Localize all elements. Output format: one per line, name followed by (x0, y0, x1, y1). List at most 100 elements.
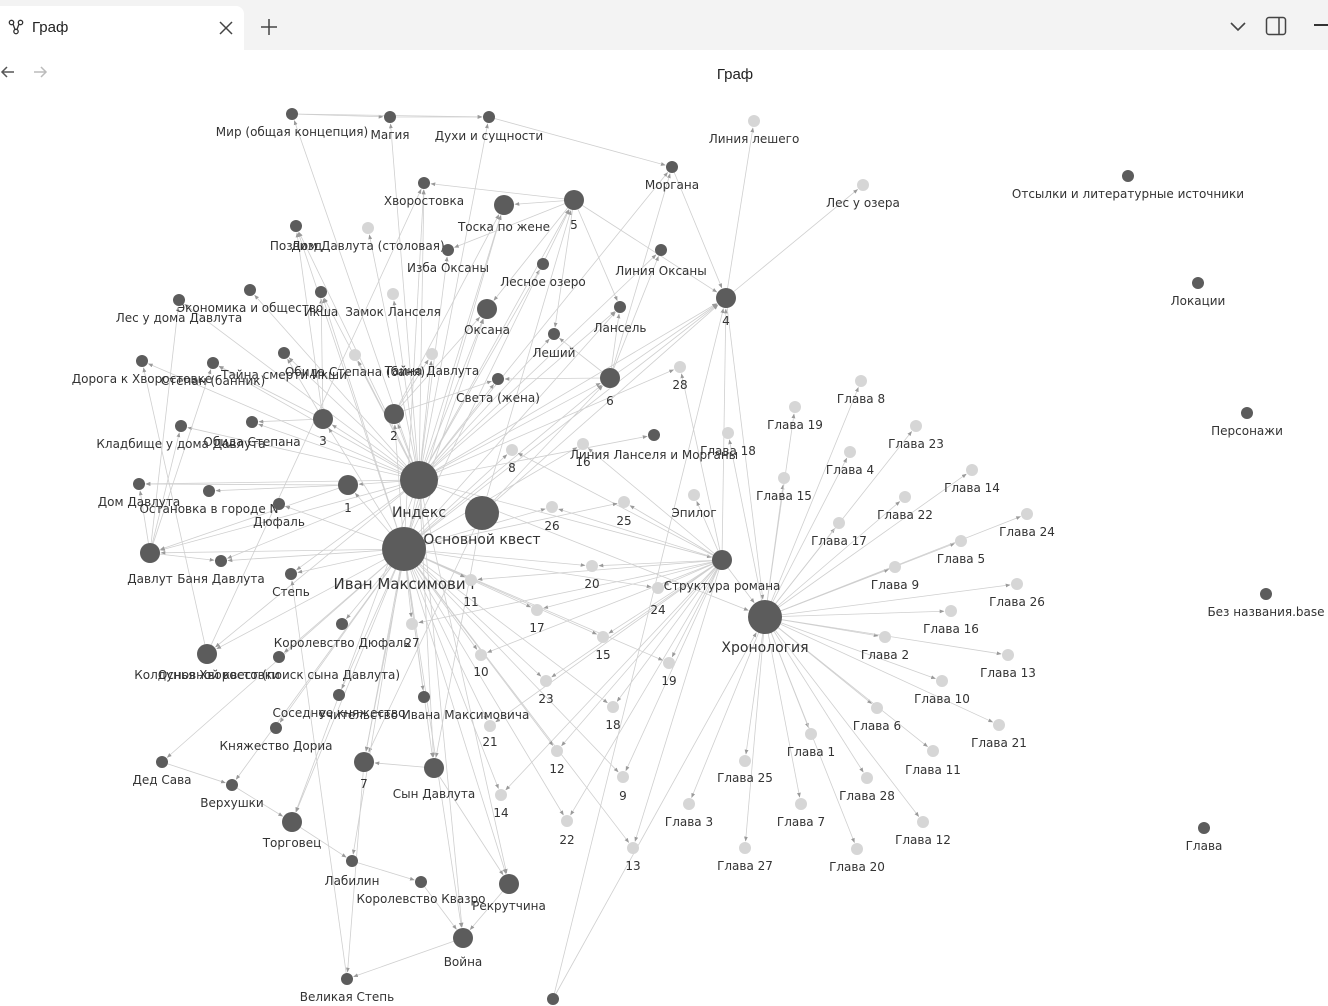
graph-node[interactable]: Великая Степь (300, 973, 394, 1004)
graph-node[interactable] (547, 993, 559, 1005)
graph-node[interactable]: Духи и сущности (435, 111, 543, 143)
graph-node-dot[interactable] (748, 600, 782, 634)
graph-node[interactable]: 24 (650, 582, 666, 617)
graph-node-dot[interactable] (795, 798, 807, 810)
graph-node[interactable]: Глава 21 (971, 719, 1027, 750)
graph-node[interactable]: Лес у дома Давлута (116, 294, 243, 325)
graph-node-dot[interactable] (313, 409, 333, 429)
graph-node[interactable]: Глава 11 (905, 745, 961, 777)
graph-node-dot[interactable] (652, 582, 664, 594)
graph-node[interactable]: Тоска по жене (457, 195, 550, 234)
arrow-right-icon[interactable] (32, 64, 48, 80)
graph-node[interactable]: 4 (716, 288, 736, 328)
graph-node-dot[interactable] (173, 294, 185, 306)
graph-node[interactable]: Торговец (262, 812, 322, 850)
graph-node-dot[interactable] (384, 404, 404, 424)
graph-node-dot[interactable] (955, 535, 967, 547)
graph-node[interactable]: 17 (529, 604, 545, 635)
graph-node-dot[interactable] (278, 347, 290, 359)
graph-node[interactable]: Глава (1186, 822, 1223, 853)
graph-node-dot[interactable] (537, 258, 549, 270)
graph-node[interactable]: Глава 15 (756, 472, 812, 503)
graph-node-dot[interactable] (655, 244, 667, 256)
graph-node[interactable]: Глава 27 (717, 842, 773, 873)
graph-node-dot[interactable] (136, 355, 148, 367)
graph-node[interactable]: Княжество Дориа (219, 722, 333, 753)
graph-node[interactable]: Учительство Ивана Максимовича (319, 691, 530, 722)
graph-node[interactable]: Икша (304, 286, 339, 319)
graph-node-dot[interactable] (506, 444, 518, 456)
graph-node-dot[interactable] (273, 651, 285, 663)
graph-node[interactable]: 2 (384, 404, 404, 443)
graph-node[interactable]: Эпилог (671, 489, 717, 520)
graph-node-dot[interactable] (418, 691, 430, 703)
graph-node-dot[interactable] (495, 789, 507, 801)
graph-node-dot[interactable] (597, 631, 609, 643)
chevron-down-icon[interactable] (1228, 18, 1248, 34)
graph-node[interactable]: Леший (533, 328, 576, 360)
graph-node-dot[interactable] (778, 472, 790, 484)
graph-node-dot[interactable] (617, 771, 629, 783)
graph-node[interactable]: Баня Давлута (177, 555, 265, 586)
graph-node-dot[interactable] (966, 464, 978, 476)
graph-node[interactable]: Глава 25 (717, 755, 773, 785)
graph-node[interactable]: Глава 19 (767, 401, 823, 432)
graph-node-dot[interactable] (140, 543, 160, 563)
graph-node-dot[interactable] (1198, 822, 1210, 834)
graph-node[interactable]: 19 (661, 657, 677, 688)
graph-node[interactable]: Степан (банник) (161, 357, 265, 388)
graph-node-dot[interactable] (133, 478, 145, 490)
graph-node[interactable]: 9 (617, 771, 629, 803)
arrow-left-icon[interactable] (0, 64, 16, 80)
graph-node[interactable]: 23 (538, 675, 554, 706)
graph-node[interactable]: Лабилин (325, 855, 380, 888)
graph-node-dot[interactable] (197, 644, 217, 664)
graph-node[interactable]: Линия лешего (709, 115, 800, 146)
graph-node-dot[interactable] (712, 550, 732, 570)
graph-node-dot[interactable] (273, 498, 285, 510)
graph-node-dot[interactable] (844, 446, 856, 458)
graph-node-dot[interactable] (382, 527, 426, 571)
graph-node-dot[interactable] (564, 190, 584, 210)
graph-node[interactable]: 13 (625, 842, 641, 873)
graph-node-dot[interactable] (927, 745, 939, 757)
graph-node[interactable]: 7 (354, 752, 374, 791)
graph-node-dot[interactable] (551, 745, 563, 757)
graph-node-dot[interactable] (945, 605, 957, 617)
graph-node-dot[interactable] (424, 758, 444, 778)
graph-node[interactable]: Глава 13 (980, 649, 1036, 680)
graph-node[interactable]: Мир (общая концепция) (216, 108, 368, 139)
graph-node-dot[interactable] (547, 993, 559, 1005)
graph-node-dot[interactable] (688, 489, 700, 501)
graph-node[interactable]: Основной квест (423, 496, 541, 548)
graph-node-dot[interactable] (561, 815, 573, 827)
graph-node-dot[interactable] (406, 618, 418, 630)
graph-node[interactable]: Дом Давлута (98, 478, 181, 509)
sidebar-toggle-icon[interactable] (1264, 14, 1288, 38)
graph-node[interactable]: 20 (584, 560, 600, 591)
graph-node[interactable]: Глава 12 (895, 816, 951, 847)
graph-node[interactable]: Глава 23 (888, 420, 944, 451)
graph-node[interactable]: 15 (595, 631, 611, 662)
graph-node[interactable]: Света (жена) (456, 373, 540, 405)
graph-node-dot[interactable] (857, 179, 869, 191)
graph-node[interactable]: Структура романа (664, 550, 781, 593)
graph-node[interactable]: Глава 26 (989, 578, 1045, 609)
graph-node[interactable]: Экономика и общество (177, 284, 323, 315)
graph-node-dot[interactable] (346, 855, 358, 867)
graph-node[interactable]: Дорога к Хворостовке (72, 355, 212, 386)
graph-node[interactable]: 3 (313, 409, 333, 448)
graph-node-dot[interactable] (338, 475, 358, 495)
graph-node[interactable]: Тайна смерти Икши (220, 347, 347, 382)
graph-node-dot[interactable] (548, 328, 560, 340)
graph-node-dot[interactable] (215, 555, 227, 567)
graph-node[interactable]: 16 (575, 438, 591, 469)
graph-node[interactable]: Линия Оксаны (615, 244, 707, 278)
graph-node-dot[interactable] (207, 357, 219, 369)
graph-node-dot[interactable] (465, 574, 477, 586)
graph-node-dot[interactable] (586, 560, 598, 572)
graph-node-dot[interactable] (748, 115, 760, 127)
graph-node[interactable]: 21 (482, 720, 498, 749)
graph-node[interactable]: Тайна Давлута (384, 348, 479, 378)
graph-node-dot[interactable] (851, 843, 863, 855)
